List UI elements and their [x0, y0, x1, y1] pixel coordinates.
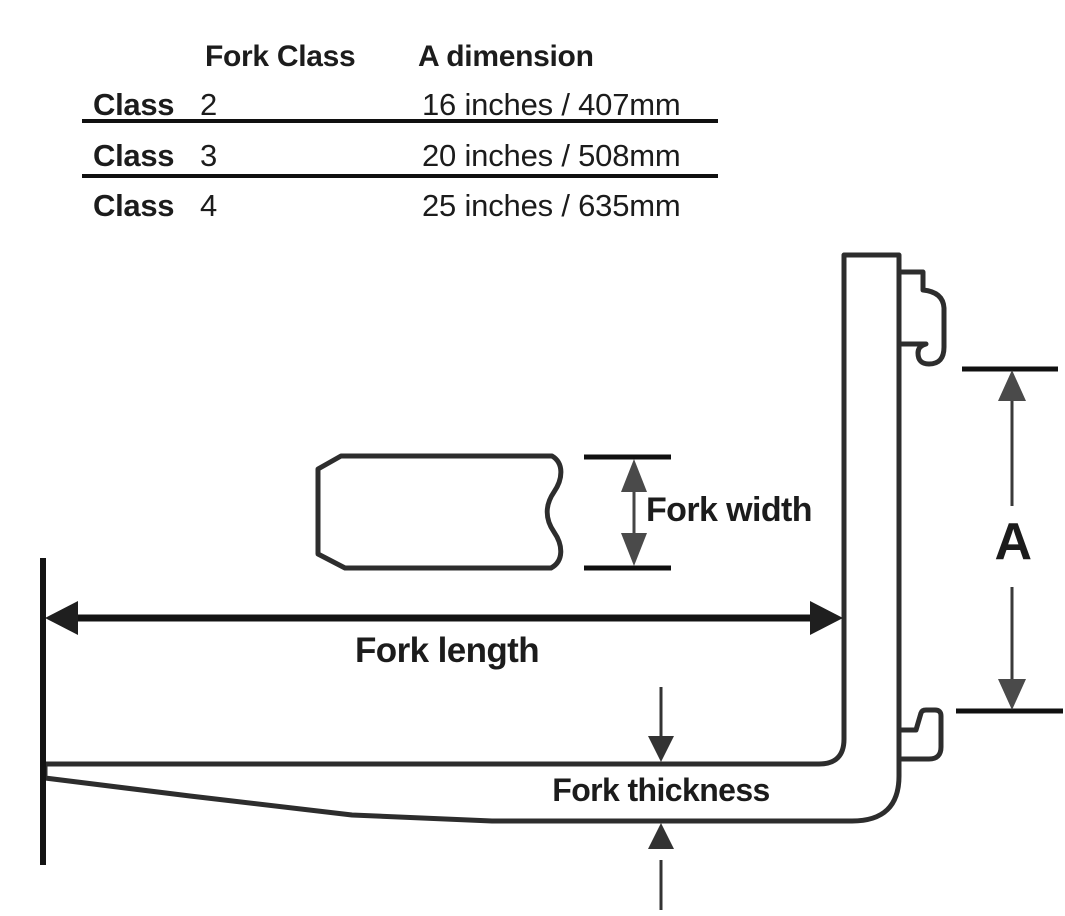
fork-class-table: Fork Class A dimension Class 2 16 inches… — [0, 0, 1065, 230]
fork-width-arrowhead-up-icon — [621, 459, 647, 492]
table-header-a-dimension: A dimension — [418, 40, 594, 73]
fork-length-arrowhead-right-icon — [810, 601, 843, 635]
table-row-class-number: 3 — [200, 138, 218, 173]
a-dimension-label: A — [994, 513, 1033, 571]
table-row-class-label: Class — [93, 188, 175, 223]
fork-thickness-arrowhead-down-icon — [648, 736, 674, 762]
table-row-class-label: Class — [93, 87, 175, 122]
fork-top-view-outline — [315, 453, 564, 571]
a-dimension-arrowhead-down-icon — [998, 679, 1026, 710]
table-row-a-dimension-value: 25 inches / 635mm — [422, 188, 681, 223]
fork-length-arrowhead-left-icon — [45, 601, 78, 635]
fork-thickness-arrowhead-up-icon — [648, 823, 674, 849]
table-row-a-dimension-value: 16 inches / 407mm — [422, 87, 681, 122]
table-row-class-number: 4 — [200, 188, 218, 223]
table-row-divider — [82, 174, 718, 178]
fork-width-label: Fork width — [646, 491, 812, 529]
fork-top-hook-outline — [899, 269, 947, 367]
fork-length-label: Fork length — [355, 631, 540, 670]
fork-side-view-outline — [42, 252, 902, 824]
fork-bottom-hook-outline — [899, 707, 944, 762]
fork-width-arrowhead-down-icon — [621, 533, 647, 566]
table-row-class-label: Class — [93, 138, 175, 173]
table-row-class-number: 2 — [200, 87, 218, 122]
fork-thickness-label: Fork thickness — [552, 772, 770, 808]
a-dimension-arrowhead-up-icon — [998, 370, 1026, 401]
table-header-fork-class: Fork Class — [205, 40, 356, 73]
table-row-divider — [82, 119, 718, 123]
table-row-a-dimension-value: 20 inches / 508mm — [422, 138, 681, 173]
